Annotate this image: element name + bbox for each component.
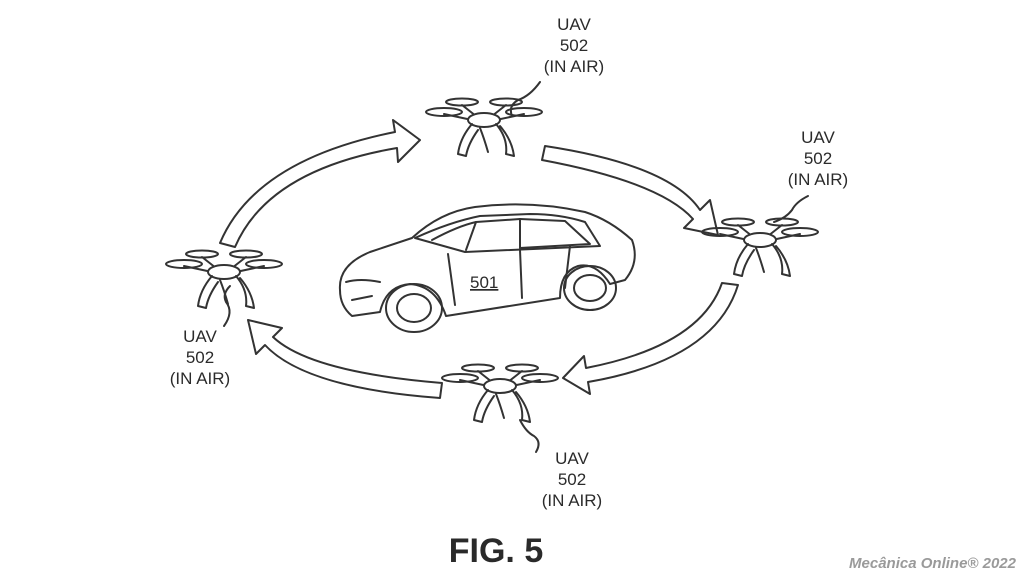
uav-label-right: UAV 502 (IN AIR) xyxy=(788,128,848,189)
leader-right xyxy=(773,195,809,223)
uav-label-top: UAV 502 (IN AIR) xyxy=(544,15,604,76)
uav-label-line: (IN AIR) xyxy=(542,491,602,510)
figure-caption: FIG. 5 xyxy=(449,532,543,570)
uav-label-line: UAV xyxy=(801,128,835,147)
arrow-bottom-right xyxy=(562,282,739,395)
watermark: Mecânica Online® 2022 xyxy=(849,555,1017,572)
uav-label-line: 502 xyxy=(560,36,588,55)
uav-top xyxy=(425,97,543,157)
arrow-top-left xyxy=(219,119,421,248)
uav-label-left: UAV 502 (IN AIR) xyxy=(170,327,230,388)
leader-left xyxy=(223,285,231,327)
uav-label-line: 502 xyxy=(804,149,832,168)
uav-label-line: (IN AIR) xyxy=(170,369,230,388)
arrow-top-right xyxy=(541,145,719,236)
vehicle-car: 501 xyxy=(338,203,636,333)
uav-label-line: UAV xyxy=(183,327,217,346)
arrow-bottom-left xyxy=(247,319,443,399)
vehicle-ref-label: 501 xyxy=(470,273,498,292)
uav-right xyxy=(701,217,819,277)
uav-label-line: 502 xyxy=(186,348,214,367)
leader-top xyxy=(509,81,541,117)
uav-label-line: UAV xyxy=(555,449,589,468)
leader-bottom xyxy=(519,419,540,453)
uav-label-line: (IN AIR) xyxy=(544,57,604,76)
uav-label-line: UAV xyxy=(557,15,591,34)
uav-bottom xyxy=(441,363,559,423)
uav-label-line: 502 xyxy=(558,470,586,489)
uav-label-line: (IN AIR) xyxy=(788,170,848,189)
uav-label-bottom: UAV 502 (IN AIR) xyxy=(542,449,602,510)
